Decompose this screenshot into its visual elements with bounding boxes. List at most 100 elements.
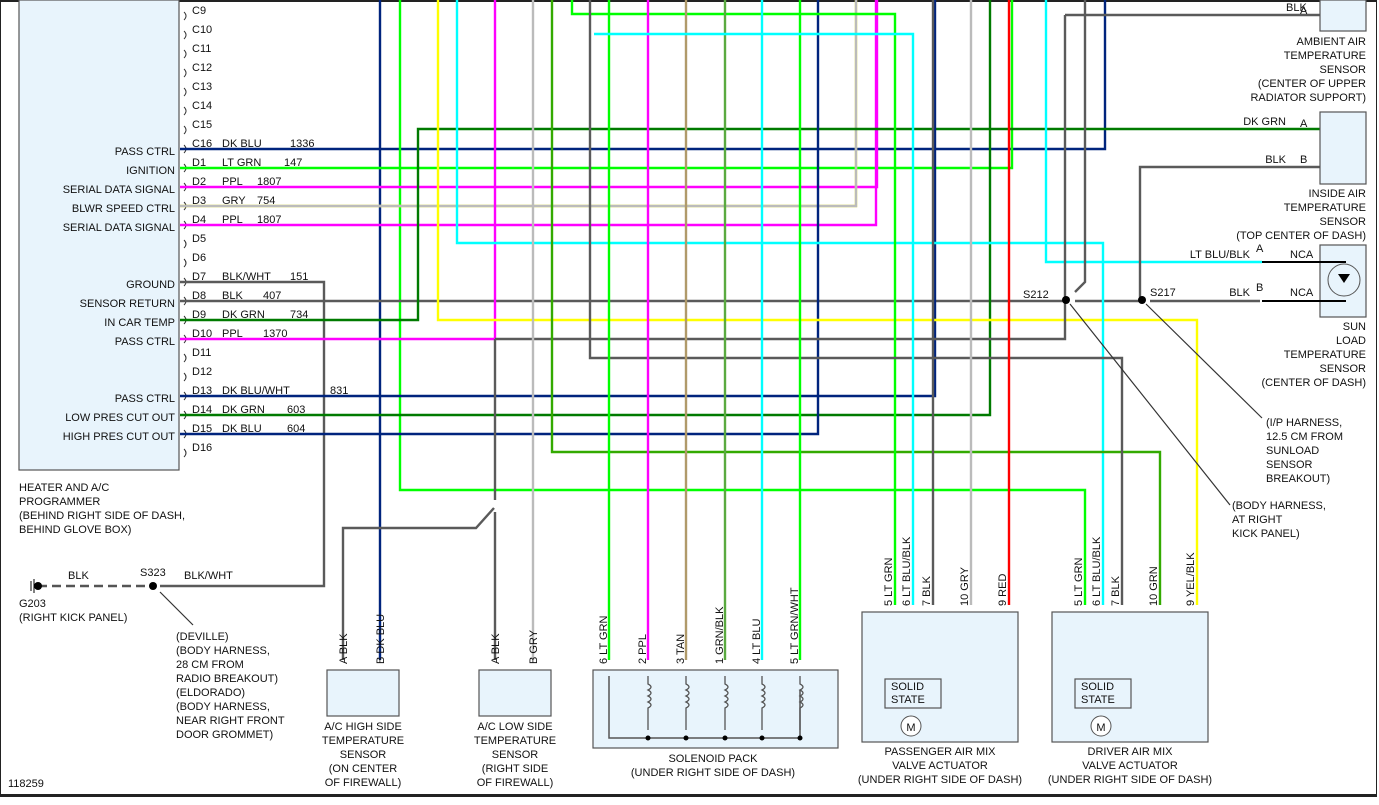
pin-id-C9: C9 bbox=[192, 5, 206, 17]
pin-connector-icon bbox=[183, 30, 187, 40]
driver-pin-label: 10 GRN bbox=[1148, 566, 1160, 606]
wire-color-C16: DK BLU bbox=[222, 138, 262, 150]
pin-connector-icon bbox=[183, 106, 187, 116]
circuit-number-C16: 1336 bbox=[290, 138, 314, 150]
ambient-pin: A bbox=[1300, 5, 1308, 17]
s323-note: NEAR RIGHT FRONT bbox=[176, 715, 285, 727]
pin-id-D14: D14 bbox=[192, 404, 212, 416]
lowside-sensor-label: (RIGHT SIDE bbox=[482, 763, 548, 775]
leader-line bbox=[1145, 303, 1263, 419]
driver-actuator-label: DRIVER AIR MIX bbox=[1088, 746, 1174, 758]
pin-function-D10: PASS CTRL bbox=[115, 336, 175, 348]
wire-d13-dkbluwht bbox=[180, 0, 937, 398]
sunload-sensor-label: SUN bbox=[1343, 321, 1366, 333]
driver-pin-label: 6 LT BLU/BLK bbox=[1091, 536, 1103, 606]
programmer-title: PROGRAMMER bbox=[19, 496, 100, 508]
inside-pin-a: A bbox=[1300, 118, 1308, 130]
pin-id-C15: C15 bbox=[192, 119, 212, 131]
motor-icon bbox=[1090, 715, 1112, 737]
wire-color-D2: PPL bbox=[222, 176, 243, 188]
solenoid-pack-label: SOLENOID PACK bbox=[668, 753, 758, 765]
ambient-sensor-label: (CENTER OF UPPER bbox=[1258, 78, 1366, 90]
wire-pass-5-ltgrn bbox=[570, 0, 897, 605]
ground-wire-color-right: BLK/WHT bbox=[184, 570, 233, 582]
passenger-pin-label: 10 GRY bbox=[959, 566, 971, 606]
pin-id-D10: D10 bbox=[192, 328, 212, 340]
s323-note: 28 CM FROM bbox=[176, 659, 244, 671]
diode-icon bbox=[1338, 274, 1350, 283]
inside-sensor-label: TEMPERATURE bbox=[1284, 202, 1366, 214]
motor-label: M bbox=[906, 722, 915, 734]
s217-note: 12.5 CM FROM bbox=[1266, 431, 1343, 443]
driver-pin-label: 7 BLK bbox=[1110, 575, 1122, 606]
wire-driver-7-blk bbox=[588, 0, 1124, 605]
pin-function-D7: GROUND bbox=[126, 279, 175, 291]
ambient-sensor-label: RADIATOR SUPPORT) bbox=[1250, 92, 1366, 104]
s217-note: SENSOR bbox=[1266, 459, 1313, 471]
s212-note: (BODY HARNESS, bbox=[1232, 500, 1326, 512]
junction-dot bbox=[645, 735, 651, 741]
pin-connector-icon bbox=[183, 239, 187, 249]
lowside-pin-label: B GRY bbox=[528, 629, 540, 664]
pin-connector-icon bbox=[183, 448, 187, 458]
solid-state-label: STATE bbox=[891, 694, 925, 706]
components bbox=[30, 0, 1367, 749]
wire-color-D8: BLK bbox=[222, 290, 243, 302]
ground-wire-color: BLK bbox=[68, 570, 89, 582]
inside-sensor-box bbox=[1319, 111, 1367, 185]
solenoid-pin-label: 1 GRN/BLK bbox=[714, 606, 726, 664]
coil-icon bbox=[646, 676, 652, 730]
wire-pass-6-ltblublk bbox=[594, 32, 915, 605]
ambient-sensor-label: TEMPERATURE bbox=[1284, 50, 1366, 62]
highside-sensor-label: SENSOR bbox=[340, 749, 387, 761]
sunload-wire-a: LT BLU/BLK bbox=[1190, 249, 1251, 261]
coil-icon bbox=[723, 676, 729, 730]
s323-note: DOOR GROMMET) bbox=[176, 729, 273, 741]
coil-icon bbox=[684, 676, 690, 730]
driver-actuator-label: (UNDER RIGHT SIDE OF DASH) bbox=[1048, 774, 1212, 786]
s217-note: (I/P HARNESS, bbox=[1266, 417, 1342, 429]
ambient-wire-color: BLK bbox=[1286, 2, 1307, 14]
pin-id-D11: D11 bbox=[192, 347, 211, 359]
leader-line bbox=[159, 591, 194, 626]
sunload-sensor-label: SENSOR bbox=[1320, 363, 1367, 375]
ground-location: (RIGHT KICK PANEL) bbox=[19, 612, 127, 624]
wire-driver-6-ltblublk bbox=[455, 0, 1105, 605]
highside-pin-label: A BLK bbox=[338, 633, 350, 664]
pin-id-D7: D7 bbox=[192, 271, 206, 283]
highside-sensor-label: TEMPERATURE bbox=[322, 735, 404, 747]
diagram-id: 118259 bbox=[8, 778, 44, 790]
lowside-sensor-label: TEMPERATURE bbox=[474, 735, 556, 747]
pin-id-D15: D15 bbox=[192, 423, 212, 435]
ground-dot bbox=[34, 582, 42, 590]
junction-dot bbox=[797, 735, 803, 741]
solid-state-label: SOLID bbox=[891, 681, 924, 693]
programmer-title: BEHIND GLOVE BOX) bbox=[19, 524, 131, 536]
s323-note: (ELDORADO) bbox=[176, 687, 245, 699]
pin-connector-icon bbox=[183, 372, 187, 382]
circuit-number-D9: 734 bbox=[290, 309, 308, 321]
junction-dot bbox=[683, 735, 689, 741]
wire-d15-dkblu bbox=[180, 0, 820, 436]
passenger-actuator-label: (UNDER RIGHT SIDE OF DASH) bbox=[858, 774, 1022, 786]
sunload-sensor-label: TEMPERATURE bbox=[1284, 349, 1366, 361]
circuit-number-D3: 754 bbox=[257, 195, 275, 207]
splice-s323-dot bbox=[149, 582, 157, 590]
pin-id-C14: C14 bbox=[192, 100, 212, 112]
solenoid-pack-label: (UNDER RIGHT SIDE OF DASH) bbox=[631, 767, 795, 779]
lowside-sensor-label: A/C LOW SIDE bbox=[477, 721, 552, 733]
pin-function-C16: PASS CTRL bbox=[115, 146, 175, 158]
pin-id-D9: D9 bbox=[192, 309, 206, 321]
splice-s217-label: S217 bbox=[1150, 287, 1176, 299]
pin-id-D13: D13 bbox=[192, 385, 212, 397]
pin-id-D6: D6 bbox=[192, 252, 206, 264]
wire-d9-dkgrn bbox=[180, 127, 1320, 322]
highside-sensor-box bbox=[326, 669, 400, 717]
pin-function-D14: LOW PRES CUT OUT bbox=[65, 412, 175, 424]
solenoid-pin-label: 3 TAN bbox=[675, 634, 687, 664]
wire-sunload-a-ltblublk bbox=[1044, 0, 1262, 264]
wire-highside-a-blk bbox=[341, 507, 495, 660]
